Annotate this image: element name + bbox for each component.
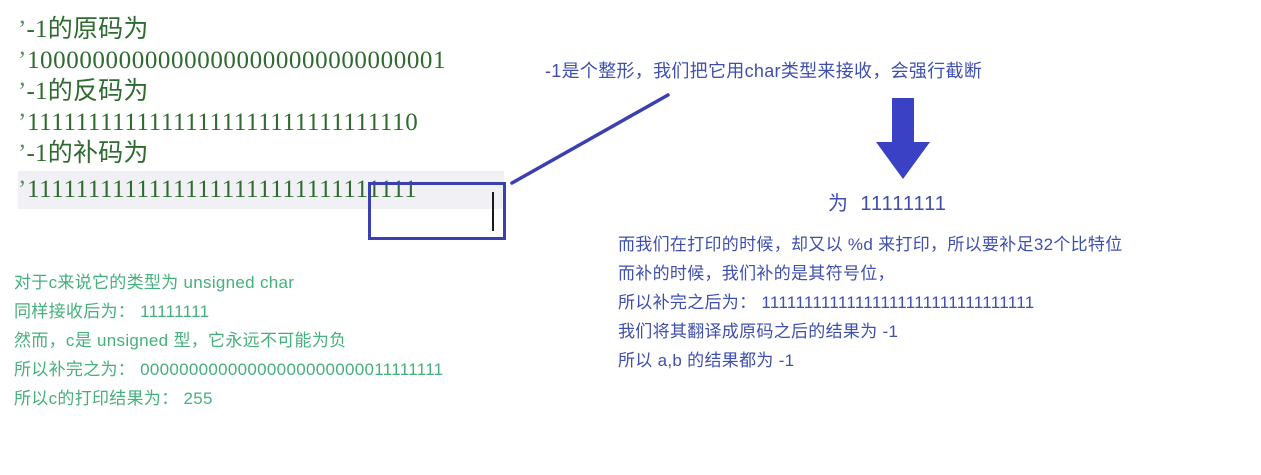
left-note-line: 所以c的打印结果为： 255 (14, 389, 213, 408)
line-tick-mark: ’ (18, 140, 27, 167)
line-tick-mark: ’ (18, 78, 27, 105)
selection-rectangle[interactable] (368, 182, 506, 240)
right-note-line: 而补的时候，我们补的是其符号位， (618, 264, 895, 283)
result-value: 11111111 (860, 193, 947, 215)
right-note-line: 我们将其翻译成原码之后的结果为 -1 (618, 322, 899, 341)
line-tick-mark: ’ (18, 109, 27, 136)
code-line-text: 11111111111111111111111111111110 (26, 109, 419, 136)
right-note-line: 所以 a,b 的结果都为 -1 (618, 351, 795, 370)
code-line-complement-bits[interactable]: ’11111111111111111111111111111111 (18, 171, 504, 209)
text-caret (492, 192, 494, 231)
left-note-line: 所以补完之为： 00000000000000000000000011111111 (14, 360, 444, 379)
left-note-line: 同样接收后为： 11111111 (14, 302, 210, 321)
down-arrow-icon (876, 98, 930, 179)
right-note-line: 而我们在打印的时候，却又以 %d 来打印，所以要补足32个比特位 (618, 235, 1123, 254)
right-explanation-block: 而我们在打印的时候，却又以 %d 来打印，所以要补足32个比特位 而补的时候，我… (618, 230, 1258, 375)
left-explanation-block: 对于c来说它的类型为 unsigned char 同样接收后为： 1111111… (14, 268, 594, 413)
top-annotation-text: -1是个整形，我们把它用char类型来接收，会强行截断 (545, 61, 983, 81)
code-line-text: 11111111111111111111111111111111 (26, 176, 418, 203)
truncated-result-text: 为 11111111 (828, 191, 947, 217)
line-tick-mark: ’ (18, 16, 27, 43)
code-line-text: -1的原码为 (26, 16, 149, 43)
code-line-inverse-label: ’-1的反码为 (18, 76, 538, 107)
left-note-line: 对于c来说它的类型为 unsigned char (14, 273, 295, 292)
left-note-line: 然而，c是 unsigned 型，它永远不可能为负 (14, 331, 347, 350)
code-line-text: 10000000000000000000000000000001 (26, 47, 447, 74)
code-line-inverse-bits: ’11111111111111111111111111111110 (18, 107, 538, 138)
code-line-complement-label: ’-1的补码为 (18, 138, 538, 169)
code-line-text: -1的反码为 (26, 78, 149, 105)
line-tick-mark: ’ (18, 47, 27, 74)
binary-code-block: ’-1的原码为 ’1000000000000000000000000000000… (18, 14, 538, 209)
line-tick-mark: ’ (18, 176, 27, 203)
code-line-original-label: ’-1的原码为 (18, 14, 538, 45)
result-prefix: 为 (828, 193, 849, 215)
code-line-text: -1的补码为 (26, 140, 149, 167)
code-line-original-bits: ’10000000000000000000000000000001 (18, 45, 538, 76)
right-note-line: 所以补完之后为： 1111111111111111111111111111111… (618, 293, 1035, 312)
